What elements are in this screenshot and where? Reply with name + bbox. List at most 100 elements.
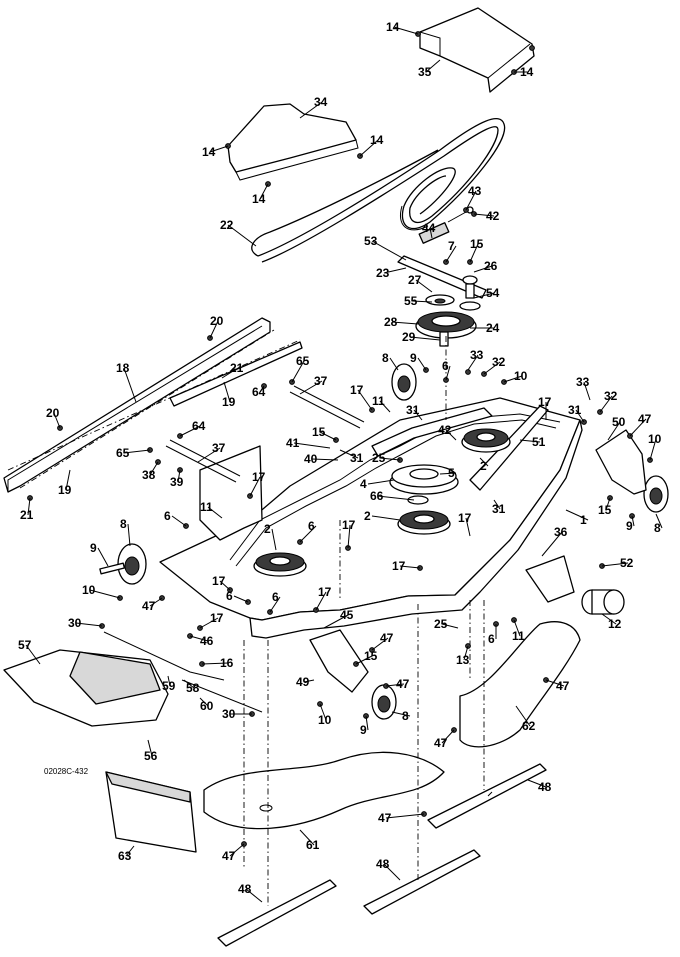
callout-47: 47 (556, 679, 570, 693)
gauge-wheel-rear-right (643, 475, 669, 513)
leader-line-12 (445, 245, 457, 263)
fastener-18 (465, 369, 471, 375)
blade-left (217, 879, 337, 947)
callout-40: 40 (304, 452, 318, 466)
callout-2: 2 (264, 522, 271, 536)
callout-43: 43 (468, 184, 482, 198)
callout-41: 41 (286, 436, 300, 450)
callout-6: 6 (488, 632, 495, 646)
leader-line-24 (53, 412, 61, 429)
callout-2: 2 (364, 509, 371, 523)
callout-53: 53 (364, 234, 378, 248)
leader-line-5 (359, 139, 379, 157)
callout-17: 17 (318, 585, 332, 599)
callout-29: 29 (402, 330, 416, 344)
leader-line-104 (25, 644, 41, 665)
callout-15: 15 (598, 503, 612, 517)
leader-line-31 (259, 385, 265, 393)
gauge-wheel-front-left (99, 543, 147, 585)
callout-5: 5 (448, 466, 455, 480)
leader-line-101 (391, 711, 411, 717)
leader-line-10 (429, 227, 433, 239)
leader-line-91 (269, 596, 281, 613)
callout-4: 4 (360, 477, 367, 491)
height-adjust-rods (165, 385, 365, 483)
discharge-chute (3, 631, 263, 727)
leader-line-56 (371, 515, 401, 521)
leader-line-26 (221, 367, 239, 379)
callout-11: 11 (200, 500, 213, 514)
callout-49: 49 (296, 675, 310, 689)
leader-line-94 (189, 635, 209, 642)
callout-14: 14 (520, 65, 534, 79)
leader-line-18 (411, 300, 433, 303)
callout-1: 1 (580, 513, 587, 527)
leader-line-45 (413, 409, 423, 421)
leader-line-73 (171, 515, 187, 527)
callout-30: 30 (222, 707, 236, 721)
fastener-2 (529, 45, 535, 51)
callout-28: 28 (384, 315, 398, 329)
leader-line-60 (565, 509, 589, 521)
callout-17: 17 (350, 383, 364, 397)
leader-line-27 (65, 469, 71, 491)
callout-17: 17 (212, 574, 226, 588)
callout-8: 8 (382, 351, 389, 365)
callout-56: 56 (144, 749, 158, 763)
leader-line-0 (393, 26, 419, 35)
leader-line-118 (125, 845, 135, 857)
callout-17: 17 (252, 470, 266, 484)
callout-24: 24 (486, 321, 500, 335)
leader-line-71 (249, 476, 261, 497)
leader-line-111 (545, 679, 565, 687)
leader-line-59 (465, 517, 471, 537)
leader-line-112 (515, 705, 531, 727)
leader-line-83 (463, 645, 469, 661)
leader-line-98 (385, 683, 405, 687)
callout-6: 6 (442, 359, 449, 373)
callout-33: 33 (576, 375, 590, 389)
leader-line-119 (383, 863, 401, 881)
callout-25: 25 (434, 617, 448, 631)
callout-31: 31 (492, 502, 506, 516)
leader-line-51 (311, 458, 339, 461)
callout-42: 42 (486, 209, 500, 223)
callout-7: 7 (448, 239, 455, 253)
leader-line-57 (479, 457, 489, 467)
leader-line-87 (89, 589, 121, 599)
callout-27: 27 (408, 273, 422, 287)
leader-line-35 (177, 469, 181, 483)
gauge-wheel-rear-left (391, 363, 417, 401)
leader-line-102 (365, 715, 369, 731)
under-baffle-right (459, 621, 581, 748)
leader-line-52 (519, 439, 541, 443)
callout-47: 47 (396, 677, 410, 691)
drive-belt (251, 118, 506, 263)
callout-47: 47 (142, 599, 156, 613)
callout-47: 47 (378, 811, 392, 825)
leader-line-19 (391, 321, 419, 325)
leader-line-95 (323, 614, 349, 629)
leader-line-81 (601, 613, 617, 625)
callout-19: 19 (222, 395, 236, 409)
leader-line-74 (271, 528, 277, 551)
callout-17: 17 (210, 611, 224, 625)
callout-21: 21 (230, 361, 244, 375)
callout-14: 14 (202, 145, 216, 159)
leader-line-22 (209, 320, 219, 339)
side-baffle-assembly (3, 317, 303, 493)
callout-45: 45 (340, 608, 354, 622)
callout-62: 62 (522, 719, 536, 733)
leader-line-28 (27, 497, 31, 516)
leader-line-117 (229, 843, 245, 857)
leader-line-108 (199, 697, 209, 707)
side-shield (105, 771, 197, 853)
callout-32: 32 (604, 389, 618, 403)
callout-64: 64 (192, 419, 206, 433)
callout-6: 6 (226, 589, 233, 603)
leader-line-115 (385, 813, 425, 819)
callout-35: 35 (418, 65, 432, 79)
callout-42: 42 (438, 423, 452, 437)
